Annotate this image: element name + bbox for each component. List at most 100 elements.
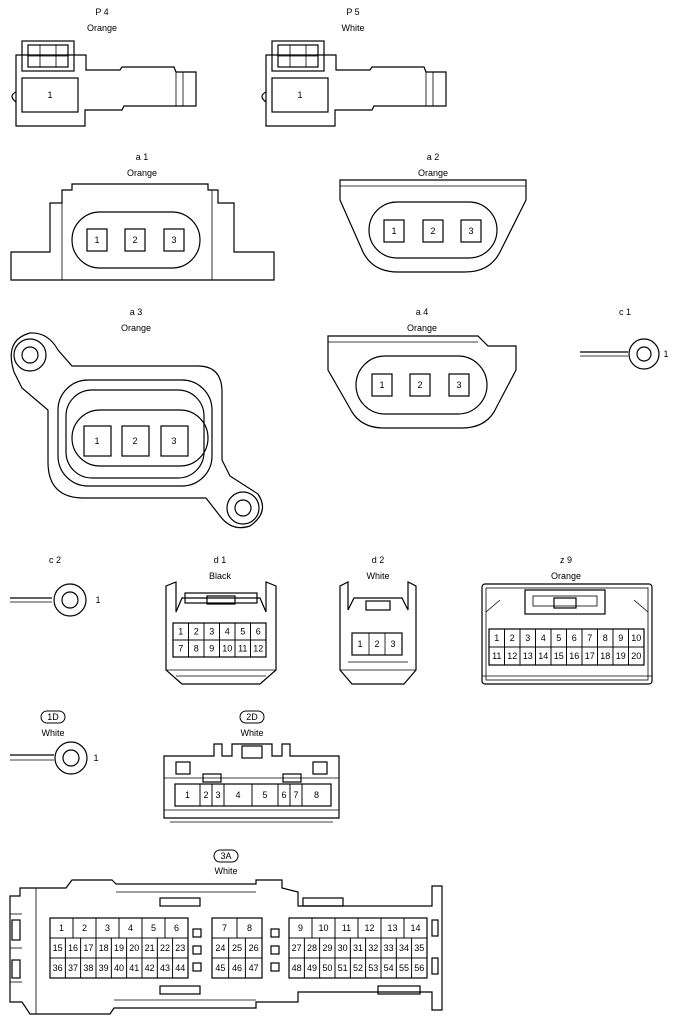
z9-pin-6: 6 — [572, 633, 577, 643]
d1-pin-9: 9 — [209, 644, 214, 654]
3a-pin-28: 28 — [307, 943, 317, 953]
a4-pin-2: 2 — [417, 380, 422, 390]
z9-pin-15: 15 — [554, 651, 564, 661]
3a-pin-49: 49 — [307, 963, 317, 973]
c1-terminal-label: 1 — [663, 349, 668, 359]
3a-pin-8: 8 — [247, 923, 252, 933]
z9-pin-10: 10 — [631, 633, 641, 643]
d1-color: Black — [209, 571, 232, 581]
p4-color: Orange — [87, 23, 117, 33]
z9-pin-20: 20 — [631, 651, 641, 661]
a3-code: a 3 — [130, 307, 143, 317]
connector-a1: a 1 Orange 1 2 3 — [10, 152, 275, 281]
1d-code-tag — [40, 710, 66, 724]
2d-color: White — [240, 728, 263, 738]
z9-pin-7: 7 — [587, 633, 592, 643]
d1-code: d 1 — [214, 555, 227, 565]
d1-pin-2: 2 — [194, 627, 199, 637]
3a-pin-47-cell — [244, 957, 263, 979]
3a-pin-20: 20 — [129, 943, 139, 953]
3a-pin-22: 22 — [160, 943, 170, 953]
3a-pin-54: 54 — [384, 963, 394, 973]
3a-pin-33: 33 — [384, 943, 394, 953]
3a-pin-52: 52 — [353, 963, 363, 973]
2d-code: 2D — [246, 712, 258, 722]
p5-code: P 5 — [346, 7, 359, 17]
z9-color: Orange — [551, 571, 581, 581]
3a-code: 3A — [220, 851, 231, 861]
a1-pin-2: 2 — [132, 235, 137, 245]
2d-pin-2: 2 — [203, 790, 208, 800]
z9-pin-19: 19 — [616, 651, 626, 661]
3a-color: White — [214, 866, 237, 876]
z9-code: z 9 — [560, 555, 572, 565]
2d-pin-4: 4 — [235, 790, 240, 800]
d1-pin-4: 4 — [225, 627, 230, 637]
3a-pin-34: 34 — [399, 943, 409, 953]
connector-p5: P 5 White 1 — [261, 7, 447, 127]
a2-pin-1: 1 — [391, 226, 396, 236]
c2-terminal-label: 1 — [95, 595, 100, 605]
a1-color: Orange — [127, 168, 157, 178]
2d-code-tag — [239, 710, 265, 724]
3a-pin-44-cell — [172, 957, 189, 979]
2d-pin-7: 7 — [293, 790, 298, 800]
a4-color: Orange — [407, 323, 437, 333]
d2-code: d 2 — [372, 555, 385, 565]
2d-pin-8-cell — [301, 783, 332, 807]
3a-pin-19: 19 — [114, 943, 124, 953]
a2-pin-3: 3 — [468, 226, 473, 236]
3a-pin-1: 1 — [59, 923, 64, 933]
3a-pin-17: 17 — [83, 943, 93, 953]
3a-pin-11: 11 — [342, 923, 351, 933]
3a-pin-23: 23 — [175, 943, 185, 953]
a4-pin-1: 1 — [379, 380, 384, 390]
3a-pin-3: 3 — [105, 923, 110, 933]
3a-pin-43: 43 — [160, 963, 170, 973]
3a-pin-56-cell — [411, 957, 428, 979]
3a-pin-14: 14 — [410, 923, 420, 933]
d1-pin-10: 10 — [222, 644, 232, 654]
connector-1d: 1D White 1 — [10, 710, 99, 775]
a1-code: a 1 — [136, 152, 149, 162]
p5-color: White — [341, 23, 364, 33]
d1-pin-6: 6 — [256, 627, 261, 637]
3a-pin-15: 15 — [53, 943, 63, 953]
3a-pin-47: 47 — [249, 963, 259, 973]
connector-d2: d 2 White 1 2 3 — [339, 555, 417, 685]
connector-a2: a 2 Orange 1 2 3 — [339, 152, 527, 273]
3a-pin-5: 5 — [151, 923, 156, 933]
3a-pin-55: 55 — [399, 963, 409, 973]
3a-pin-6: 6 — [174, 923, 179, 933]
z9-pin-9: 9 — [618, 633, 623, 643]
3a-pin-46: 46 — [232, 963, 242, 973]
p5-pin-1: 1 — [297, 90, 302, 100]
p4-code: P 4 — [95, 7, 108, 17]
a3-pin-1: 1 — [94, 436, 99, 446]
z9-pin-18: 18 — [600, 651, 610, 661]
connector-c1: c 1 1 — [580, 307, 669, 370]
2d-pin-8: 8 — [314, 790, 319, 800]
connector-a3: a 3 Orange 1 2 3 — [10, 307, 264, 529]
connector-a4: a 4 Orange 1 2 3 — [327, 307, 517, 429]
3a-pin-21: 21 — [145, 943, 155, 953]
a3-pin-2: 2 — [132, 436, 137, 446]
z9-pin-16: 16 — [569, 651, 579, 661]
3a-pin-39: 39 — [99, 963, 109, 973]
d2-pin-1: 1 — [357, 639, 362, 649]
3a-pin-51: 51 — [338, 963, 348, 973]
d1-pin-5: 5 — [240, 627, 245, 637]
3a-pin-16: 16 — [68, 943, 78, 953]
z9-pin-17: 17 — [585, 651, 595, 661]
z9-pin-14: 14 — [538, 651, 548, 661]
3a-pin-29: 29 — [322, 943, 332, 953]
a2-code: a 2 — [427, 152, 440, 162]
1d-color: White — [41, 728, 64, 738]
connector-p4: P 4 Orange 1 — [11, 7, 197, 127]
